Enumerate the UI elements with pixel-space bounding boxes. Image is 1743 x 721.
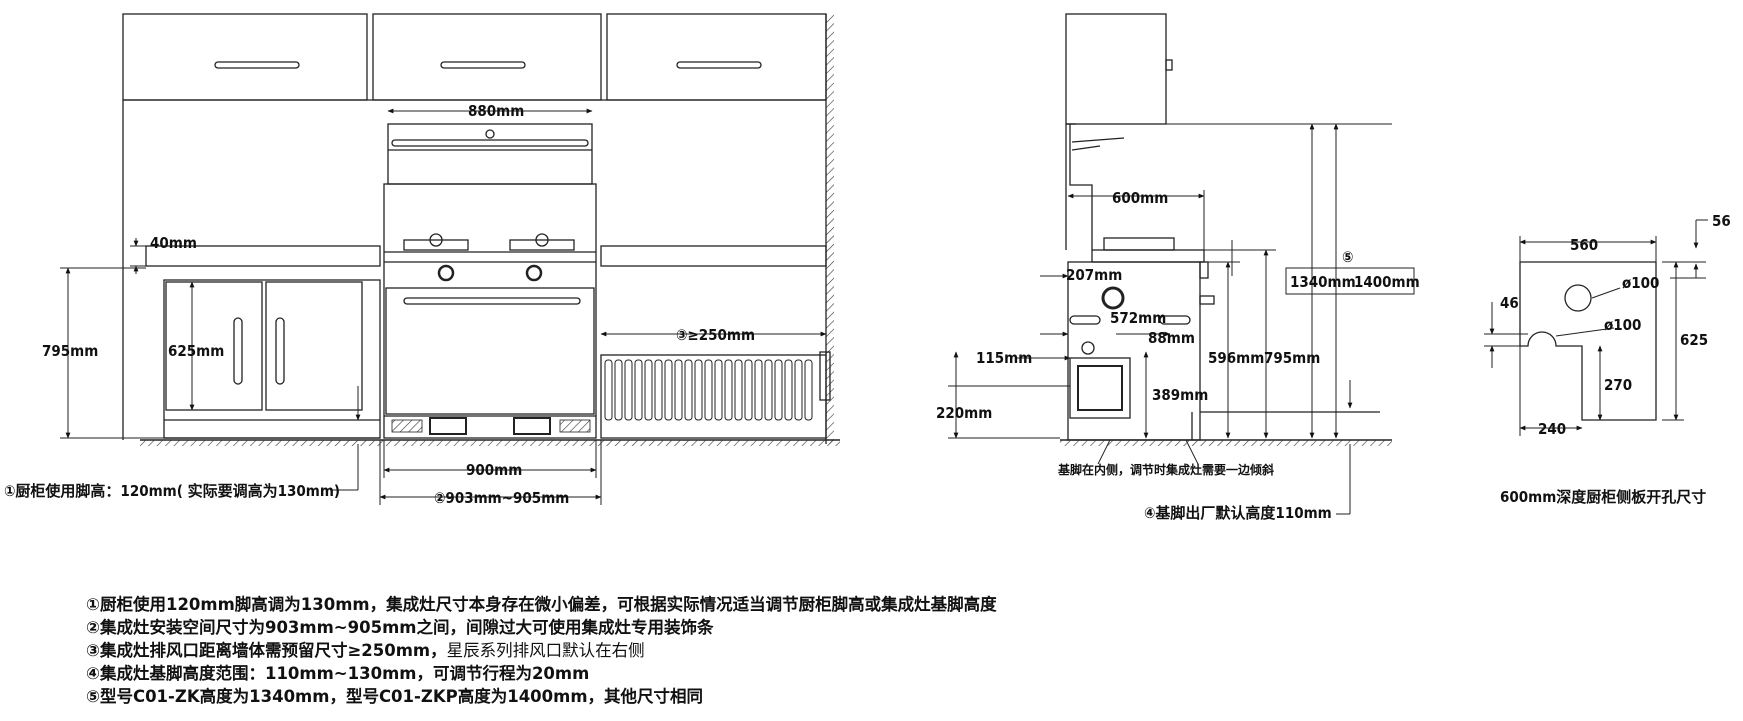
- dim-56: 56: [1712, 212, 1731, 230]
- dim-exhaust-250: ③≥250mm: [676, 326, 755, 344]
- dim-880: 880mm: [468, 102, 524, 120]
- dim-600: 600mm: [1112, 189, 1168, 207]
- circled-five: ⑤: [1342, 248, 1353, 266]
- installation-notes: ①厨柜使用120mm脚高调为130mm，集成灶尺寸本身存在微小偏差，可根据实际情…: [86, 593, 997, 708]
- front-view: [60, 13, 840, 505]
- dim-270: 270: [1604, 376, 1632, 394]
- range-hood: [387, 123, 593, 185]
- dim-88: 88mm: [1148, 329, 1195, 347]
- dim-115: 115mm: [976, 349, 1032, 367]
- foot-default-height-caption: ④基脚出厂默认高度110mm: [1144, 504, 1332, 522]
- dim-572: 572mm: [1110, 309, 1166, 327]
- dim-795-side: 795mm: [1264, 349, 1320, 367]
- dim-220: 220mm: [936, 404, 992, 422]
- left-countertop: [145, 245, 381, 267]
- dim-625-panel: 625: [1680, 331, 1708, 349]
- side-upper-cabinet: [1065, 13, 1167, 125]
- dim-389: 389mm: [1152, 386, 1208, 404]
- dim-795-front: 795mm: [42, 342, 98, 360]
- exhaust-fins: [604, 359, 813, 421]
- dim-240: 240: [1538, 420, 1566, 438]
- panel-cutout-caption: 600mm深度厨柜侧板开孔尺寸: [1500, 488, 1706, 506]
- note-5: ⑤型号C01-ZK高度为1340mm，型号C01-ZKP高度为1400mm，其他…: [86, 687, 704, 706]
- upper-cabinet-right: [606, 13, 827, 101]
- dim-46: 46: [1500, 294, 1519, 312]
- dim-900: 900mm: [466, 461, 522, 479]
- front-dimension-lines: [65, 108, 827, 500]
- side-view: [948, 13, 1415, 515]
- right-countertop: [600, 245, 827, 267]
- dim-207: 207mm: [1066, 266, 1122, 284]
- dim-1400: 1400mm: [1354, 273, 1420, 291]
- panel-cutout-view: [1484, 219, 1708, 436]
- leg-height-caption: ①厨柜使用脚高：120mm( 实际要调高为130mm): [4, 482, 340, 500]
- dim-1340: 1340mm: [1290, 273, 1356, 291]
- dim-40: 40mm: [150, 234, 197, 252]
- note-4: ④集成灶基脚高度范围：110mm~130mm，可调节行程为20mm: [86, 664, 590, 683]
- dim-903-905: ②903mm~905mm: [434, 489, 569, 507]
- installation-diagram: 880mm 40mm 795mm 625mm ③≥250mm 900mm ②90…: [4, 13, 1731, 522]
- upper-cabinet-middle: [372, 13, 602, 101]
- note-2: ②集成灶安装空间尺寸为903mm~905mm之间，间隙过大可使用集成灶专用装饰条: [86, 618, 714, 637]
- hole-upper: [1564, 284, 1592, 312]
- side-stove-body: [1067, 261, 1201, 441]
- integrated-stove: [383, 183, 597, 439]
- dim-560: 560: [1570, 236, 1598, 254]
- wall-hatch: [826, 14, 834, 444]
- dim-dia-upper: ø100: [1622, 274, 1659, 292]
- upper-cabinet-left: [122, 13, 368, 101]
- dim-dia-lower: ø100: [1604, 316, 1641, 334]
- note-1: ①厨柜使用120mm脚高调为130mm，集成灶尺寸本身存在微小偏差，可根据实际情…: [86, 595, 997, 614]
- exhaust-area: [600, 354, 827, 439]
- dim-596: 596mm: [1208, 349, 1264, 367]
- foot-adjust-note: 基脚在内侧，调节时集成灶需要一边倾斜: [1057, 462, 1274, 477]
- note-3: ③集成灶排风口距离墙体需预留尺寸≥250mm，星辰系列排风口默认在右侧: [86, 641, 645, 660]
- dim-625: 625mm: [168, 342, 224, 360]
- side-stove-top: [1091, 249, 1205, 263]
- side-panel-outline: [1519, 261, 1657, 421]
